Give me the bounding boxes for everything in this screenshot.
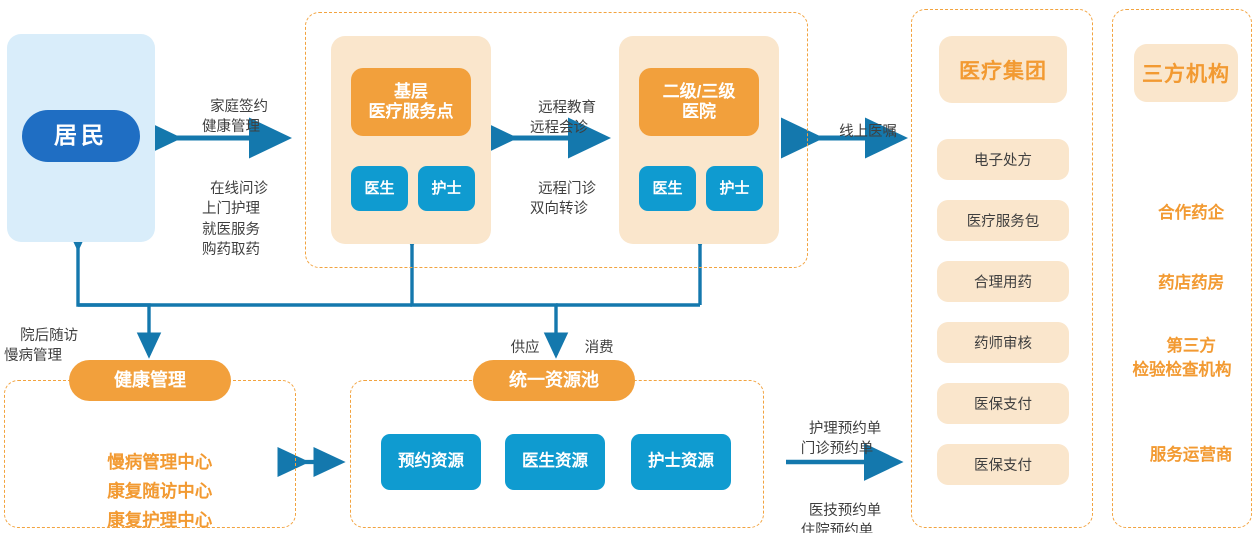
resource-pool-item-1[interactable]: 医生资源: [505, 434, 605, 490]
label-remote-clinic: 远程门诊 双向转诊: [530, 180, 597, 218]
health-management-item-1[interactable]: 康复随访中心: [107, 481, 213, 501]
label-remote-education: 远程教育 远程会诊: [530, 99, 597, 137]
medical-group-title[interactable]: 医疗集团: [939, 36, 1067, 103]
third-party-container: [1112, 9, 1252, 528]
third-party-item-3[interactable]: 服务运营商: [1149, 446, 1233, 464]
medical-group-item-1[interactable]: 医疗服务包: [937, 200, 1069, 241]
health-management-item-0[interactable]: 慢病管理中心: [107, 452, 213, 472]
health-management-title[interactable]: 健康管理: [69, 360, 231, 401]
clinic-role-nurse[interactable]: 护士: [418, 166, 475, 211]
hospital-role-nurse[interactable]: 护士: [706, 166, 763, 211]
health-management-item-2[interactable]: 康复护理中心: [107, 510, 213, 530]
medical-group-container: [911, 9, 1093, 528]
clinic-role-doctor[interactable]: 医生: [351, 166, 408, 211]
label-consume: 消费: [584, 339, 614, 356]
primary-clinic-title-label: 基层 医疗服务点: [368, 81, 454, 121]
resource-pool-title[interactable]: 统一资源池: [473, 360, 635, 401]
label-nursing-appointment: 护理预约单 门诊预约单: [800, 420, 882, 458]
resident-pill[interactable]: 居民: [22, 110, 140, 162]
resident-label: 居民: [54, 122, 108, 149]
hospital-title[interactable]: 二级/三级 医院: [639, 68, 759, 136]
medical-group-item-0[interactable]: 电子处方: [937, 139, 1069, 180]
hospital-title-label: 二级/三级 医院: [662, 81, 736, 121]
resource-pool-item-0[interactable]: 预约资源: [381, 434, 481, 490]
medical-group-item-4[interactable]: 医保支付: [937, 383, 1069, 424]
medical-group-item-5[interactable]: 医保支付: [937, 444, 1069, 485]
label-inpatient-appointment: 医技预约单 住院预约单: [800, 502, 882, 533]
third-party-item-1[interactable]: 药店药房: [1158, 274, 1225, 292]
third-party-item-0[interactable]: 合作药企: [1158, 204, 1225, 222]
care-delivery-container: [305, 12, 808, 268]
label-supply: 供应: [510, 339, 540, 356]
resource-pool-item-2[interactable]: 护士资源: [631, 434, 731, 490]
label-post-discharge: 院后随访 慢病管理: [4, 327, 79, 365]
label-online-order: 线上医嘱: [839, 123, 898, 140]
medical-group-item-2[interactable]: 合理用药: [937, 261, 1069, 302]
hospital-role-doctor[interactable]: 医生: [639, 166, 696, 211]
third-party-title[interactable]: 三方机构: [1134, 44, 1238, 102]
third-party-item-2[interactable]: 第三方 检验检查机构: [1132, 337, 1232, 379]
label-online-services: 在线问诊 上门护理 就医服务 购药取药: [202, 180, 269, 259]
primary-clinic-title[interactable]: 基层 医疗服务点: [351, 68, 471, 136]
medical-group-item-3[interactable]: 药师审核: [937, 322, 1069, 363]
label-family-contract: 家庭签约 健康管理: [202, 98, 269, 136]
